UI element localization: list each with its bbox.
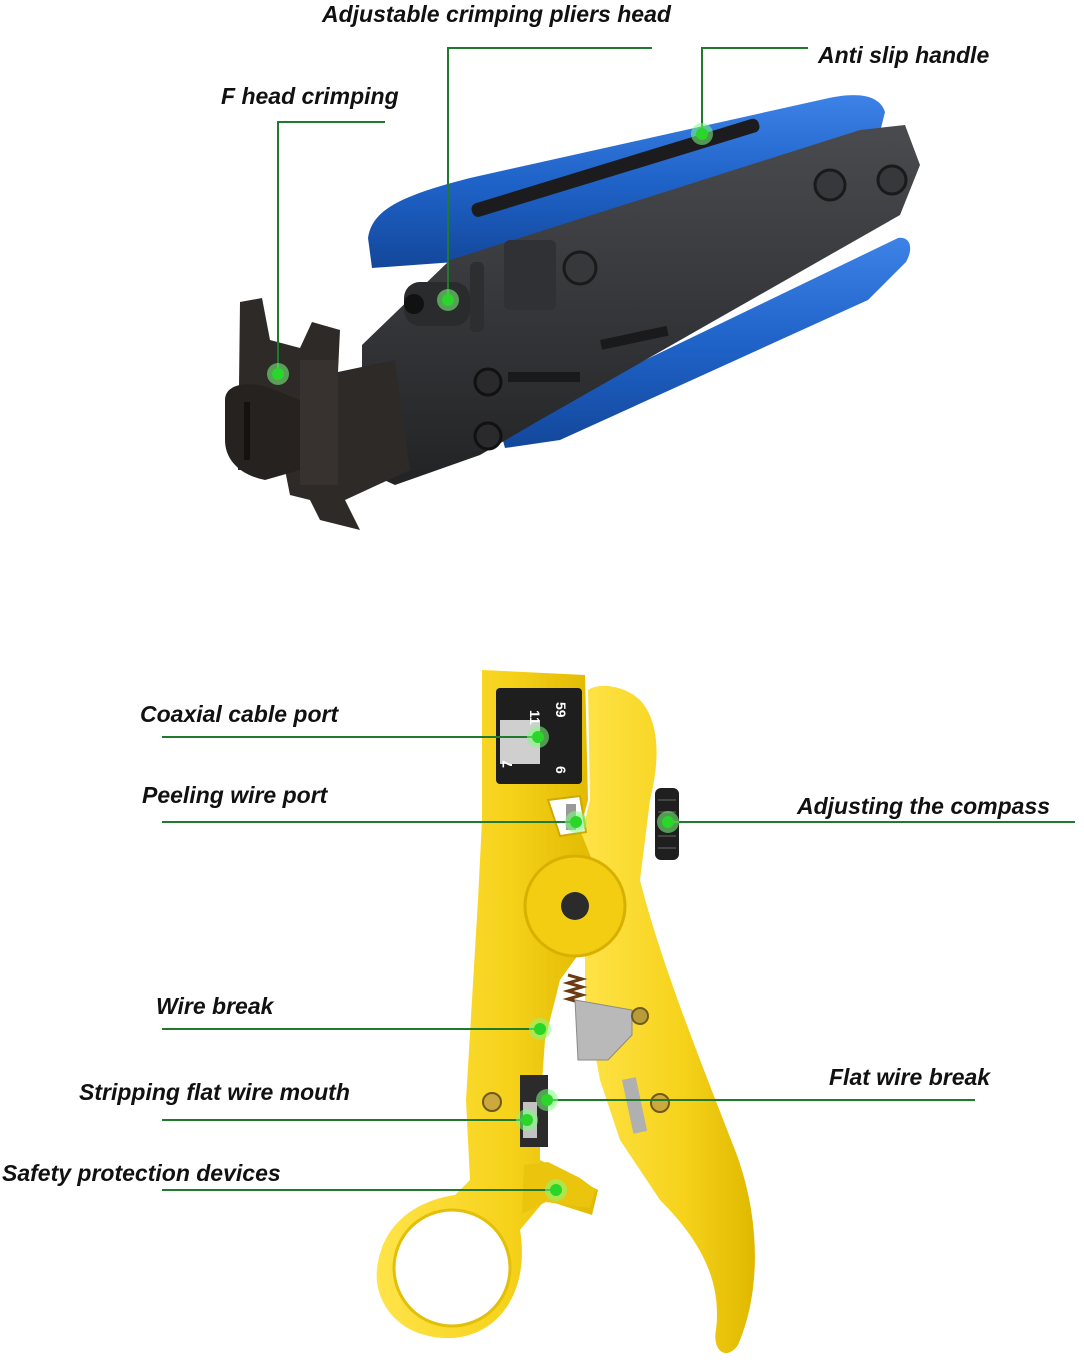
label-flat-break: Flat wire break xyxy=(829,1064,991,1090)
marker-dot-icon xyxy=(534,1023,546,1035)
tool-body xyxy=(362,125,920,485)
crimping-tool-icon xyxy=(225,95,920,530)
marker-dot-icon xyxy=(272,368,284,380)
marker-dot-icon xyxy=(442,294,454,306)
marker-dot-icon xyxy=(696,128,708,140)
annotation-flat-break: Flat wire break xyxy=(536,1064,991,1111)
label-wire-break: Wire break xyxy=(156,993,275,1019)
label-f-head: F head crimping xyxy=(221,83,399,109)
label-pliers-head: Adjustable crimping pliers head xyxy=(321,1,672,27)
upper-handle xyxy=(368,95,885,268)
marker-dot-icon xyxy=(521,1114,533,1126)
gauge-7: 7 xyxy=(499,760,515,768)
label-handle: Anti slip handle xyxy=(817,42,989,68)
gauge-11: 11 xyxy=(527,710,543,725)
marker-dot-icon xyxy=(570,816,582,828)
annotation-handle: Anti slip handle xyxy=(691,42,989,145)
label-peeling-port: Peeling wire port xyxy=(142,782,329,808)
marker-dot-icon xyxy=(662,816,674,828)
gauge-59: 59 xyxy=(553,702,569,718)
label-safety: Safety protection devices xyxy=(2,1160,281,1186)
stripper-right-arm xyxy=(578,685,755,1354)
stripper-tool-icon: 11 59 7 6 xyxy=(376,670,755,1354)
gauge-6: 6 xyxy=(553,766,569,774)
annotation-f-head: F head crimping xyxy=(221,83,399,385)
label-coax-port: Coaxial cable port xyxy=(140,701,339,727)
lower-handle xyxy=(500,237,911,448)
annotation-peeling-port: Peeling wire port xyxy=(142,782,587,833)
annotation-coax-port: Coaxial cable port xyxy=(140,701,549,748)
annotation-flat-mouth: Stripping flat wire mouth xyxy=(79,1079,538,1131)
annotation-compass: Adjusting the compass xyxy=(657,793,1075,833)
marker-dot-icon xyxy=(541,1094,553,1106)
annotation-wire-break: Wire break xyxy=(156,993,551,1040)
annotation-pliers-head: Adjustable crimping pliers head xyxy=(321,1,672,311)
marker-dot-icon xyxy=(550,1184,562,1196)
label-flat-mouth: Stripping flat wire mouth xyxy=(79,1079,350,1105)
label-compass: Adjusting the compass xyxy=(796,793,1050,819)
marker-dot-icon xyxy=(532,731,544,743)
annotation-safety: Safety protection devices xyxy=(2,1160,567,1201)
finger-ring[interactable] xyxy=(394,1210,510,1326)
